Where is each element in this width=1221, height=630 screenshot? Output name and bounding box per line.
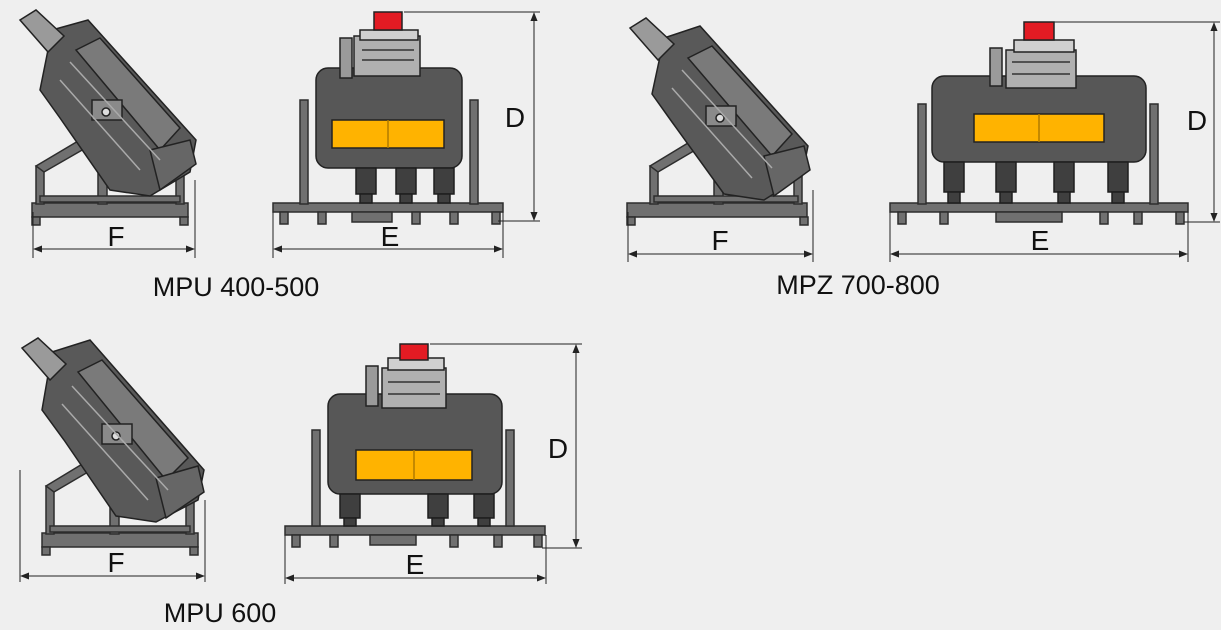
label-e: E <box>1031 225 1050 256</box>
spindles <box>339 493 495 527</box>
dimension-d-mpz-700-800 <box>1054 21 1220 223</box>
front-view-mpz-700-800: D E <box>889 21 1220 262</box>
dimension-f-mpu-600 <box>19 470 206 582</box>
unit-mpu-400-500: F <box>18 9 540 302</box>
unit-mpu-600: F <box>19 337 582 628</box>
valve-manifold <box>365 343 447 409</box>
label-e: E <box>381 221 400 252</box>
spindle-head <box>931 75 1147 163</box>
label-f: F <box>711 225 728 256</box>
dimension-d-mpu-600 <box>430 343 582 549</box>
base-frame <box>272 99 504 225</box>
spindle-head <box>315 67 463 169</box>
base-frame <box>889 103 1189 225</box>
label-d: D <box>505 102 525 133</box>
side-view-mpz-700-800: F <box>626 17 814 262</box>
label-f: F <box>107 547 124 578</box>
side-body <box>18 9 197 197</box>
label-d: D <box>548 433 568 464</box>
base-frame <box>284 429 546 548</box>
side-body <box>628 17 811 201</box>
dimension-e-mpu-600 <box>284 535 547 584</box>
dimension-d-mpu-400-500 <box>404 11 540 222</box>
label-d: D <box>1187 105 1207 136</box>
caption-mpu-600: MPU 600 <box>164 598 277 628</box>
front-view-mpu-400-500: D E <box>272 11 540 258</box>
caption-mpu-400-500: MPU 400-500 <box>153 272 320 302</box>
side-view-mpu-400-500: F <box>18 9 197 258</box>
spindle-head <box>327 393 503 495</box>
unit-mpz-700-800: F <box>626 17 1220 300</box>
side-body <box>20 337 205 523</box>
dimension-e-mpz-700-800 <box>889 212 1189 262</box>
caption-mpz-700-800: MPZ 700-800 <box>776 270 940 300</box>
spindles <box>943 161 1129 204</box>
dimension-f-mpu-400-500 <box>32 180 196 258</box>
valve-manifold <box>339 11 421 79</box>
spindles <box>355 167 455 204</box>
dimension-e-mpu-400-500 <box>272 212 504 258</box>
dimension-f-mpz-700-800 <box>627 190 814 262</box>
side-view-mpu-600: F <box>19 337 206 582</box>
front-view-mpu-600: D E <box>284 343 582 584</box>
valve-manifold <box>989 21 1077 89</box>
label-f: F <box>107 221 124 252</box>
label-e: E <box>406 549 425 580</box>
